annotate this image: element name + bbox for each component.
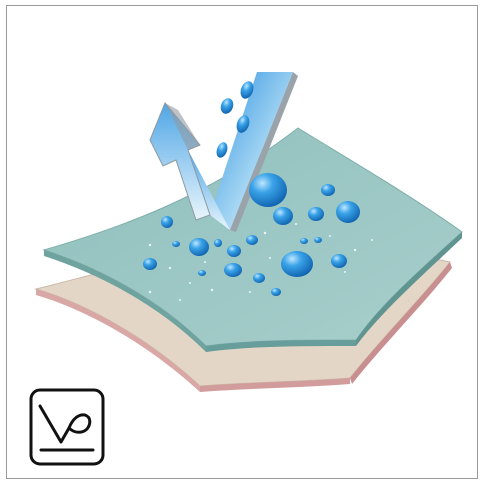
water-repellent-icon	[29, 388, 105, 466]
